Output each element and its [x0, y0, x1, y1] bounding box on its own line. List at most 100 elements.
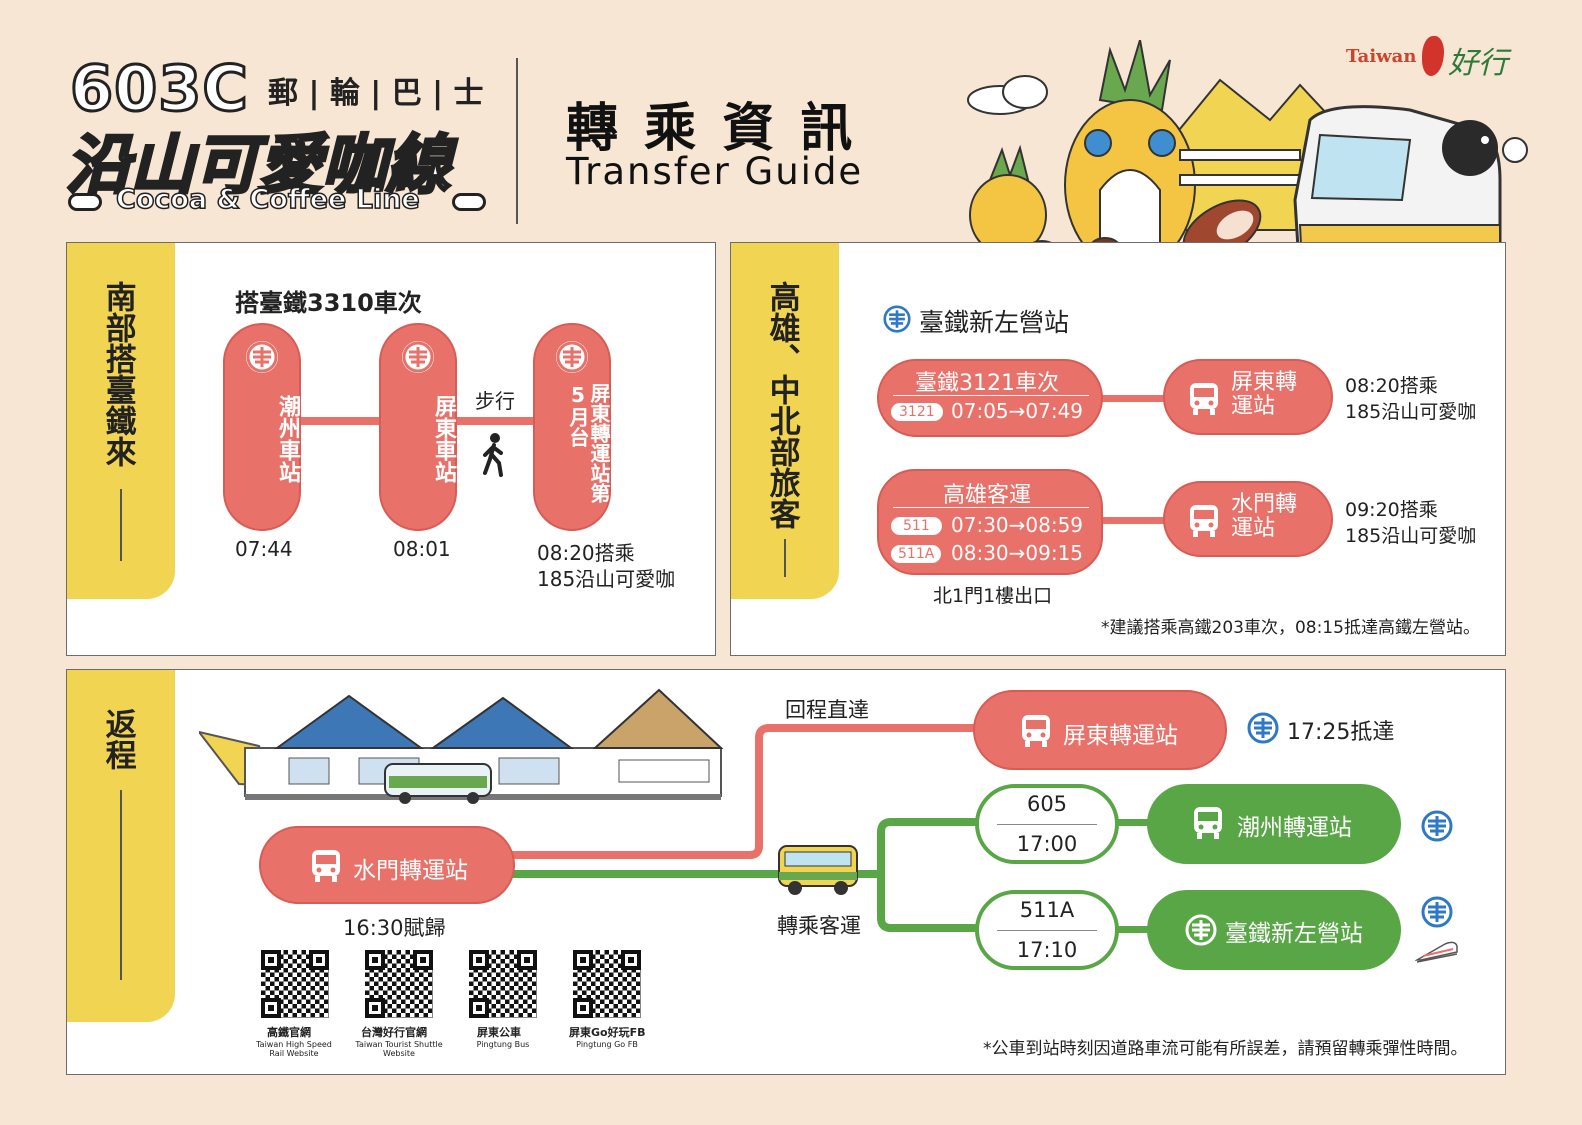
walking-person-icon: [483, 433, 503, 477]
route1-dest-name: 屏東轉運站: [1231, 370, 1298, 420]
route1-badge: 3121: [891, 403, 943, 421]
origin-time: 16:30賦歸: [343, 916, 446, 940]
option2-dest: 臺鐵新左營站: [1147, 890, 1401, 970]
direct-dest: 屏東轉運站: [973, 690, 1227, 770]
qr-code-thsr[interactable]: [261, 950, 329, 1018]
taiwan-map-icon: [1422, 36, 1444, 76]
bus-icon: [1022, 715, 1050, 747]
station-name: 屏東轉運站第5月台: [566, 383, 611, 503]
railway-icon: [246, 341, 278, 373]
option2-card: 511A 17:10: [975, 890, 1119, 970]
qr-sub: Pingtung Bus: [476, 1040, 530, 1049]
return-panel: 返程 水門轉運站 16:30賦歸 回程直達: [66, 669, 1506, 1075]
tab-divider: [784, 539, 786, 577]
return-tab-title: 返程: [99, 708, 136, 770]
route-name-en: Cocoa & Coffee Line: [115, 183, 420, 216]
taiwan-tourism-logo: Taiwan 好行: [1346, 34, 1526, 84]
connector-line: [1101, 517, 1171, 524]
return-footnote: *公車到站時刻因道路車流可能有所誤差，請預留轉乘彈性時間。: [983, 1039, 1468, 1059]
qr-title: 屏東公車: [477, 1026, 521, 1039]
railway-icon: [1421, 810, 1453, 842]
south-tab: 南部搭臺鐵來: [67, 243, 175, 599]
bus-icon: [1194, 807, 1222, 839]
station-pingtung: 屏東車站: [379, 323, 457, 531]
route2-badge1: 511: [891, 517, 942, 535]
transfer-label: 轉乘客運: [777, 914, 861, 938]
return-tab: 返程: [67, 670, 175, 1022]
origin-stop: 水門轉運站: [259, 826, 515, 904]
header-divider: [516, 58, 518, 224]
option1-dest: 潮州轉運站: [1147, 784, 1401, 864]
route1-card: 臺鐵3121車次 3121 07:05→07:49: [877, 359, 1103, 437]
north-tab-title: 高雄、中北部旅客: [763, 281, 800, 529]
route2-dest-name: 水門轉運站: [1231, 492, 1298, 542]
connector-line: [1115, 926, 1149, 933]
logo-text: Taiwan: [1346, 46, 1417, 67]
route2-divider: [893, 507, 1089, 508]
railway-icon: [1247, 712, 1279, 744]
north-tab: 高雄、中北部旅客: [731, 243, 839, 599]
option2-dest-name: 臺鐵新左營站: [1225, 921, 1363, 947]
option1-time: 17:00: [1016, 832, 1078, 856]
direct-arrive: 17:25抵達: [1287, 720, 1395, 745]
qr-code-tourist-shuttle[interactable]: [365, 950, 433, 1018]
pineapple-house-icon: [1064, 40, 1196, 271]
railway-icon: [556, 341, 588, 373]
route2-badge2: 511A: [891, 545, 942, 563]
route1-title: 臺鐵3121車次: [915, 371, 1059, 396]
qr-title: 屏東Go好玩FB: [569, 1026, 646, 1039]
qr-sub: Taiwan Tourist Shuttle Website: [355, 1040, 443, 1058]
route2-time1: 07:30→08:59: [951, 513, 1084, 537]
qr-sub: Taiwan High Speed Rail Website: [256, 1040, 332, 1058]
south-tab-title: 南部搭臺鐵來: [99, 281, 136, 467]
small-pineapple-icon: [969, 144, 1047, 256]
north-footnote: *建議搭乘高鐵203車次，08:15抵達高鐵左營站。: [1101, 618, 1480, 638]
qr-title: 台灣好行官網: [361, 1026, 427, 1039]
qr-code-pingtung-go-fb[interactable]: [573, 950, 641, 1018]
station-name: 屏東車站: [431, 395, 456, 483]
transfer-bus-icon: [778, 845, 858, 895]
option2-route: 511A: [1019, 898, 1075, 922]
time-transfer: 08:20搭乘: [537, 541, 635, 565]
option1-divider: [997, 824, 1097, 825]
station-name: 潮州車站: [275, 395, 300, 483]
route1-board: 08:20搭乘: [1345, 375, 1438, 397]
railway-icon: [1185, 914, 1217, 946]
railway-icon: [402, 341, 434, 373]
option1-dest-name: 潮州轉運站: [1237, 815, 1352, 841]
option1-route: 605: [1026, 792, 1068, 816]
station-chaozhou: 潮州車站: [223, 323, 301, 531]
route2-dest: 水門轉運站: [1163, 481, 1333, 557]
station-building-illustration: [199, 688, 724, 804]
route2-board-route: 185沿山可愛咖: [1345, 525, 1477, 547]
walk-label: 步行: [475, 389, 515, 413]
route1-board-route: 185沿山可愛咖: [1345, 401, 1477, 423]
south-panel: 南部搭臺鐵來 搭臺鐵3310車次 潮州車站 屏東車站 屏東轉運站第5月台 步行 …: [66, 242, 716, 656]
option2-time: 17:10: [1016, 938, 1078, 962]
route2-time2: 08:30→09:15: [951, 541, 1084, 565]
route-name-en-bar-left: [68, 193, 102, 211]
page-title: 轉 乘 資 訊: [566, 99, 857, 159]
origin-name: 水門轉運站: [353, 858, 468, 884]
qr-code-pingtung-bus[interactable]: [469, 950, 537, 1018]
option1-card: 605 17:00: [975, 784, 1119, 864]
route2-card: 高雄客運 511 07:30→08:59 511A 08:30→09:15: [877, 469, 1103, 575]
connector-line: [1101, 395, 1171, 402]
direct-label: 回程直達: [785, 698, 869, 722]
station-heading: 臺鐵新左營站: [919, 308, 1070, 337]
route1-time: 07:05→07:49: [951, 399, 1084, 423]
logo-script: 好行: [1448, 46, 1508, 81]
station-pingtung-transfer: 屏東轉運站第5月台: [533, 323, 611, 531]
bus-icon: [1190, 505, 1218, 537]
time-transfer-route: 185沿山可愛咖: [537, 567, 676, 591]
connector-line: [1115, 819, 1149, 826]
tab-divider: [120, 790, 122, 980]
tab-divider: [120, 489, 122, 561]
time-pingtung: 08:01: [393, 537, 451, 561]
page-title-en: Transfer Guide: [566, 150, 864, 193]
direct-dest-name: 屏東轉運站: [1063, 723, 1178, 749]
route-type: 郵 | 輪 | 巴 | 士: [268, 76, 484, 111]
train-heading: 搭臺鐵3310車次: [235, 289, 422, 317]
route1-dest: 屏東轉運站: [1163, 359, 1333, 435]
route2-board: 09:20搭乘: [1345, 499, 1438, 521]
